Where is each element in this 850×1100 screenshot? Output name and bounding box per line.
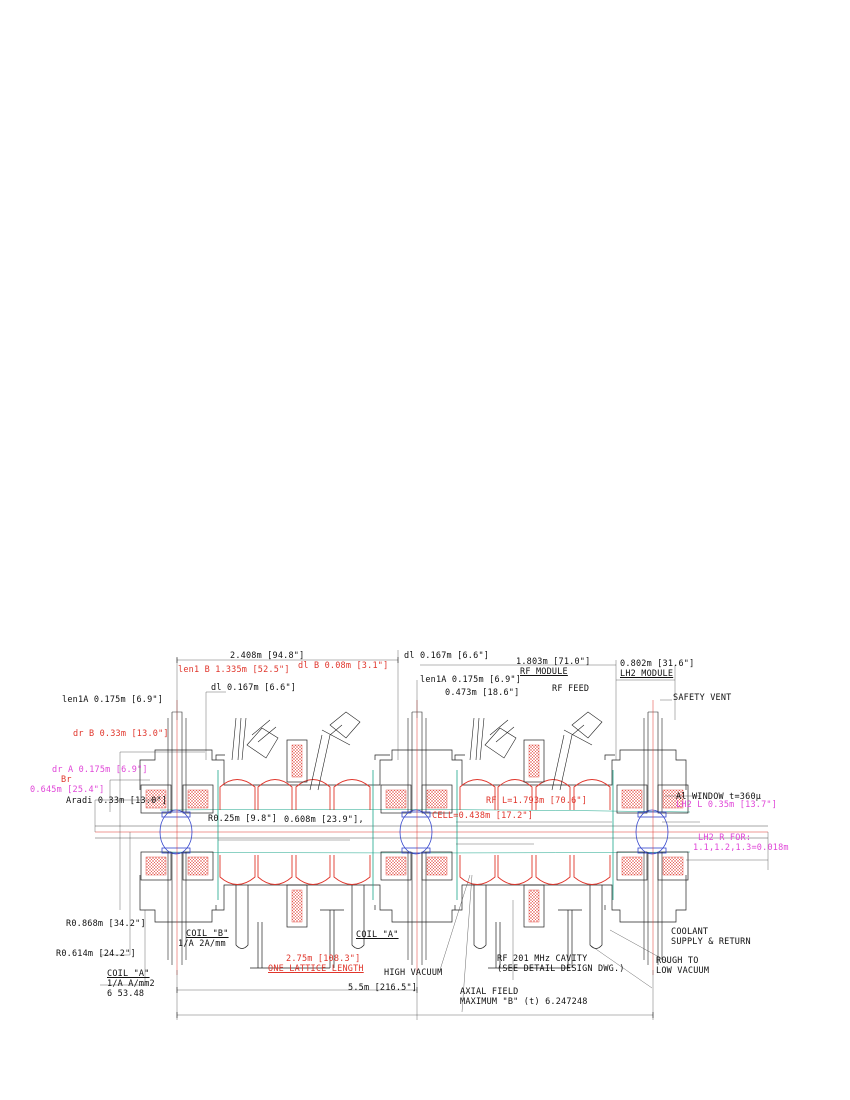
coil-packages [140, 739, 689, 928]
label-lh2-module-length: 0.802m [31.6"] [620, 659, 695, 669]
label-safety-vent: SAFETY VENT [673, 693, 732, 703]
label-br: Br [61, 775, 72, 785]
label-dist-0473: 0.473m [18.6"] [445, 688, 520, 698]
label-coil-a-density: 1/A A/mm2 [107, 979, 155, 989]
label-lattice-length: 2.75m [108.3"] [286, 954, 361, 964]
label-r-0645: 0.645m [25.4"] [30, 785, 105, 795]
dimension-lines [94, 650, 769, 1020]
label-aradi: Aradi 0.33m [13.0"] [66, 796, 168, 806]
label-len-2408: 2.408m [94.8"] [230, 651, 305, 661]
label-rf-feed: RF FEED [552, 684, 590, 694]
label-axial-field-1: AXIAL FIELD [460, 987, 519, 997]
label-lh2-r-values: 1.1,1.2,1.3=0.018m [693, 843, 789, 853]
label-rf-cavity-2: (SEE DETAIL DESIGN DWG.) [497, 964, 625, 974]
label-high-vacuum: HIGH VACUUM [384, 968, 443, 978]
label-coil-b: COIL "B" [186, 929, 229, 939]
label-r0614: R0.614m [24.2"] [56, 949, 136, 959]
rf-couplers [231, 711, 603, 791]
label-cell: CELL=0.438m [17.2"] [432, 811, 534, 821]
label-d-0608: 0.608m [23.9"], [284, 815, 364, 825]
label-al-window: Al WINDOW t=360μ [676, 792, 762, 802]
label-coil-a-mid: COIL "A" [356, 930, 399, 940]
label-len1a-left: len1A 0.175m [6.9"] [62, 695, 164, 705]
label-coil-b-density: 1/A 2A/mm [178, 939, 226, 949]
label-r0868: R0.868m [34.2"] [66, 919, 146, 929]
label-len1a-right: len1A 0.175m [6.9"] [420, 675, 522, 685]
rf-cavities [219, 779, 611, 885]
label-one-lattice-length: ONE LATTICE LENGTH [268, 964, 364, 974]
label-len1-b: len1 B 1.335m [52.5"] [178, 665, 290, 675]
label-coolant-2: SUPPLY & RETURN [671, 937, 751, 947]
lh2-absorbers [159, 809, 669, 855]
label-rough-1: ROUGH TO [656, 956, 699, 966]
label-rf-cavity-1: RF 201 MHz CAVITY [497, 954, 588, 964]
absorber-tubes [167, 711, 663, 965]
label-rough-2: LOW VACUUM [656, 966, 710, 976]
label-coolant-1: COOLANT [671, 927, 709, 937]
label-dl-b: dl B 0.08m [3.1"] [298, 661, 389, 671]
label-rf-module: RF MODULE [520, 667, 568, 677]
label-total-length: 5.5m [216.5"] [348, 983, 418, 993]
label-rf-module-length: 1.803m [71.0"] [516, 657, 591, 667]
vessel-outline [139, 749, 687, 923]
support-stands [235, 885, 603, 969]
label-rf-length: RF L=1.793m [70.6"] [486, 796, 588, 806]
label-coil-a-left: COIL "A" [107, 969, 150, 979]
label-lh2-module: LH2 MODULE [620, 669, 674, 679]
label-dl-left: dl 0.167m [6.6"] [211, 683, 297, 693]
label-lh2-length: LH2 L 0.35m [13.7"] [676, 800, 778, 810]
label-axial-field-2: MAXIMUM "B" (t) 6.247248 [460, 997, 588, 1007]
label-dr-b: dr B 0.33m [13.0"] [73, 729, 169, 739]
label-coil-a-values: 6 53.48 [107, 989, 145, 999]
label-dl-top-right: dl 0.167m [6.6"] [404, 651, 490, 661]
label-dr-a: dr A 0.175m [6.9"] [52, 765, 148, 775]
label-lh2-r-for: LH2 R FOR: [698, 833, 752, 843]
cavity-windows [217, 770, 614, 900]
label-r025: R0.25m [9.8"] [208, 814, 278, 824]
